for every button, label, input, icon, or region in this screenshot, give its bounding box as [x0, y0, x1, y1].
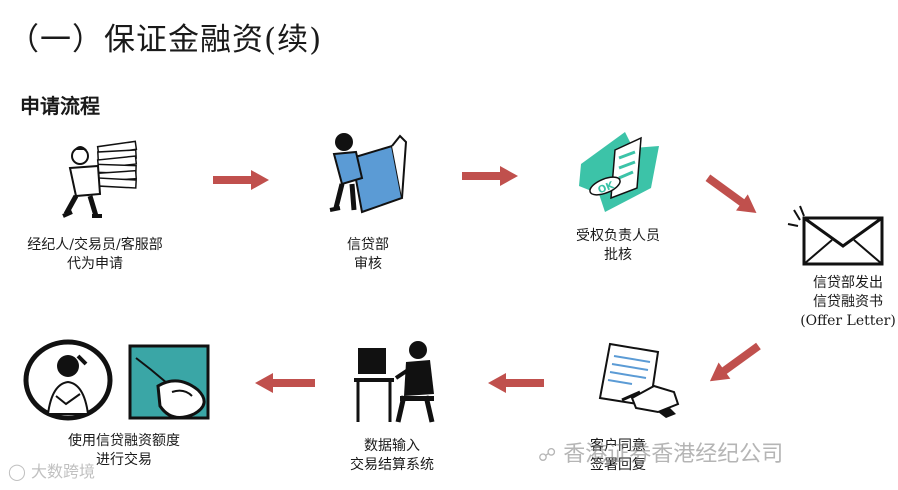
step-3-caption-line: 受权负责人员 [576, 228, 660, 244]
step-5-caption-line: 客户同意 [590, 438, 646, 454]
step-3-caption: 受权负责人员 批核 [576, 227, 660, 265]
step-3-caption-line: 批核 [604, 247, 632, 263]
step-4-caption-line: 信贷部发出 [813, 275, 883, 291]
flow-arrow-icon [488, 373, 544, 393]
flow-arrow-icon [705, 174, 757, 214]
flow-arrow-icon [255, 373, 315, 393]
step-6-caption-line: 数据输入 [364, 438, 420, 454]
watermark-right: ☍ 香港证券香港经纪公司 [538, 436, 783, 468]
step-4-caption: 信贷部发出 信贷融资书 (Offer Letter) [800, 274, 896, 331]
step-2-caption-line: 审核 [354, 256, 382, 272]
step-6-caption-line: 交易结算系统 [350, 457, 434, 473]
person-carrying-papers-icon [62, 140, 138, 218]
envelope-icon [787, 205, 884, 266]
logo-icon: ◯ [8, 462, 26, 481]
ok-stamp-icon: OK [579, 132, 659, 212]
watermark-left: ◯ 大数跨境 [8, 458, 95, 482]
phone-and-mouse-icon [23, 339, 210, 421]
hand-signing-icon [598, 342, 680, 418]
step-1-caption-line: 代为申请 [67, 256, 123, 272]
step-6-caption: 数据输入 交易结算系统 [350, 437, 434, 475]
watermark-right-text: 香港证券香港经纪公司 [563, 442, 784, 467]
step-7-caption: 使用信贷融资额度 进行交易 [68, 432, 180, 470]
person-reviewing-document-icon [329, 133, 408, 214]
flow-arrow-icon [709, 342, 761, 382]
step-2-caption-line: 信贷部 [347, 237, 389, 253]
flow-arrow-icon [462, 166, 518, 186]
section-heading: 申请流程 [20, 94, 100, 118]
flow-arrow-icon [213, 170, 269, 190]
step-7-caption-line: 进行交易 [96, 452, 152, 468]
step-5-caption: 客户同意 签署回复 [590, 437, 646, 475]
step-2-caption: 信贷部 审核 [347, 236, 389, 274]
step-1-caption-line: 经纪人/交易员/客服部 [27, 237, 163, 253]
step-5-caption-line: 签署回复 [590, 457, 646, 473]
step-4-caption-line: (Offer Letter) [800, 313, 896, 329]
page-title: （一）保证金融资(续) [8, 22, 323, 58]
step-1-caption: 经纪人/交易员/客服部 代为申请 [27, 236, 162, 274]
step-4-caption-line: 信贷融资书 [813, 294, 883, 310]
step-7-caption-line: 使用信贷融资额度 [68, 433, 180, 449]
watermark-left-text: 大数跨境 [31, 462, 96, 481]
wechat-icon: ☍ [538, 445, 557, 466]
person-at-computer-icon [354, 341, 435, 423]
